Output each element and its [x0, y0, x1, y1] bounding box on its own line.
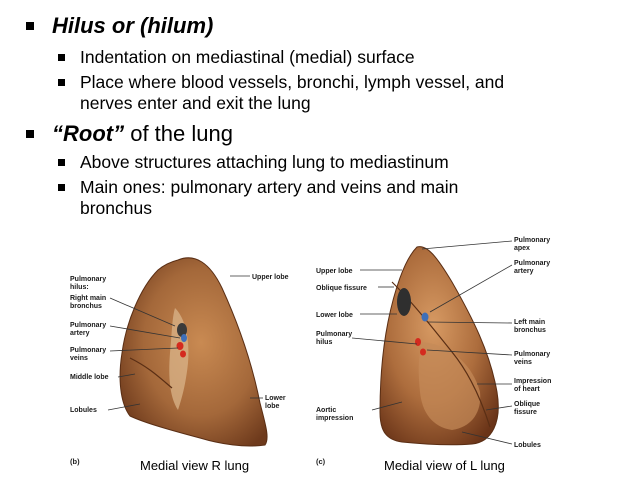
caption-left-lung: Medial view of L lung	[384, 458, 505, 473]
root-title-rest: of the lung	[124, 121, 233, 146]
bullet-square-icon	[58, 184, 65, 191]
right-lung-artery-mark	[181, 334, 187, 342]
label-lower-lobe-2: lobe	[265, 403, 279, 410]
bullet-root-point-2: Main ones: pulmonary artery and veins an…	[58, 177, 459, 219]
right-lung-vein-mark-1	[176, 342, 184, 350]
right-lung-fissure	[129, 357, 173, 389]
bullet-square-icon	[58, 159, 65, 166]
label-oblique-fissure-left: Oblique fissure	[316, 285, 367, 292]
left-lung-figure: Upper lobe Oblique fissure Lower lobe Pu…	[316, 237, 551, 466]
left-lung-vein-mark-2	[420, 348, 426, 356]
bullet-hilus-point-2: Place where blood vessels, bronchi, lymp…	[58, 72, 505, 114]
root-title-italic: “Root”	[52, 121, 125, 146]
label-pulmonary-veins-left-1: Pulmonary	[514, 351, 550, 358]
label-pulmonary-hilus-1: Pulmonary	[70, 276, 106, 283]
bullet-hilus-point-1: Indentation on mediastinal (medial) surf…	[58, 47, 415, 68]
label-pulmonary-hilus-2: hilus:	[70, 284, 89, 291]
bullet-hilus: Hilus or (hilum)	[26, 13, 214, 39]
label-upper-lobe: Upper lobe	[252, 274, 289, 281]
label-pulmonary-apex-2: apex	[514, 245, 530, 252]
label-left-main-bronchus-2: bronchus	[514, 327, 546, 334]
label-lobules-left: Lobules	[514, 442, 541, 449]
label-middle-lobe: Middle lobe	[70, 374, 109, 381]
right-lung-vein-mark-2	[180, 350, 186, 358]
hilus-title: Hilus or (hilum)	[52, 13, 214, 38]
label-right-main-bronchus-2: bronchus	[70, 303, 102, 310]
bullet-square-icon	[58, 54, 65, 61]
label-pulmonary-artery-1: Pulmonary	[70, 322, 106, 329]
figure-b-letter: (b)	[70, 457, 80, 466]
label-pulmonary-veins-left-2: veins	[514, 359, 532, 366]
label-pulmonary-hilus-left-1: Pulmonary	[316, 331, 352, 338]
label-oblique-fissure-right-2: fissure	[514, 409, 537, 416]
label-oblique-fissure-right-1: Oblique	[514, 401, 540, 408]
root-point-1: Above structures attaching lung to media…	[80, 152, 449, 172]
right-lung-shape	[119, 257, 268, 447]
label-pulmonary-artery-2: artery	[70, 330, 90, 337]
label-pulmonary-apex-1: Pulmonary	[514, 237, 550, 244]
bullet-square-icon	[26, 22, 34, 30]
label-impression-of-heart-1: Impression	[514, 378, 551, 385]
label-lower-lobe-left: Lower lobe	[316, 312, 353, 319]
left-lung-artery-mark	[421, 312, 429, 322]
label-pulmonary-veins-1: Pulmonary	[70, 347, 106, 354]
label-pulmonary-hilus-left-2: hilus	[316, 339, 332, 346]
label-pulmonary-artery-left-2: artery	[514, 268, 534, 275]
right-lung-leader-lines	[107, 275, 263, 411]
right-lung-bronchus-mark	[177, 323, 187, 337]
label-aortic-impression-1: Aortic	[316, 407, 336, 414]
left-lung-leader-lines	[351, 240, 513, 445]
bullet-root-point-1: Above structures attaching lung to media…	[58, 152, 449, 173]
label-aortic-impression-2: impression	[316, 415, 353, 422]
label-pulmonary-veins-2: veins	[70, 355, 88, 362]
label-right-main-bronchus-1: Right main	[70, 295, 106, 302]
root-point-2-line-2: bronchus	[80, 198, 152, 218]
label-left-main-bronchus-1: Left main	[514, 319, 545, 326]
left-lung-aortic-groove	[397, 288, 411, 316]
left-lung-vein-mark-1	[415, 338, 421, 346]
label-upper-lobe-left: Upper lobe	[316, 268, 353, 275]
caption-right-lung: Medial view R lung	[140, 458, 250, 473]
bullet-root: “Root” of the lung	[26, 121, 233, 147]
root-point-2-line-1: Main ones: pulmonary artery and veins an…	[80, 177, 459, 197]
label-pulmonary-artery-left-1: Pulmonary	[514, 260, 550, 267]
left-lung-heart-impression	[418, 342, 481, 430]
label-impression-of-heart-2: of heart	[514, 386, 540, 393]
right-lung-figure: Pulmonary hilus: Right main bronchus Pul…	[70, 257, 289, 466]
hilus-point-2-line-1: Place where blood vessels, bronchi, lymp…	[80, 72, 505, 92]
hilus-point-2-line-2: nerves enter and exit the lung	[80, 93, 311, 113]
figure-c-letter: (c)	[316, 457, 326, 466]
label-lobules: Lobules	[70, 407, 97, 414]
hilus-point-1: Indentation on mediastinal (medial) surf…	[80, 47, 415, 67]
label-lower-lobe-1: Lower	[265, 395, 286, 402]
bullet-square-icon	[26, 130, 34, 138]
bullet-square-icon	[58, 79, 65, 86]
